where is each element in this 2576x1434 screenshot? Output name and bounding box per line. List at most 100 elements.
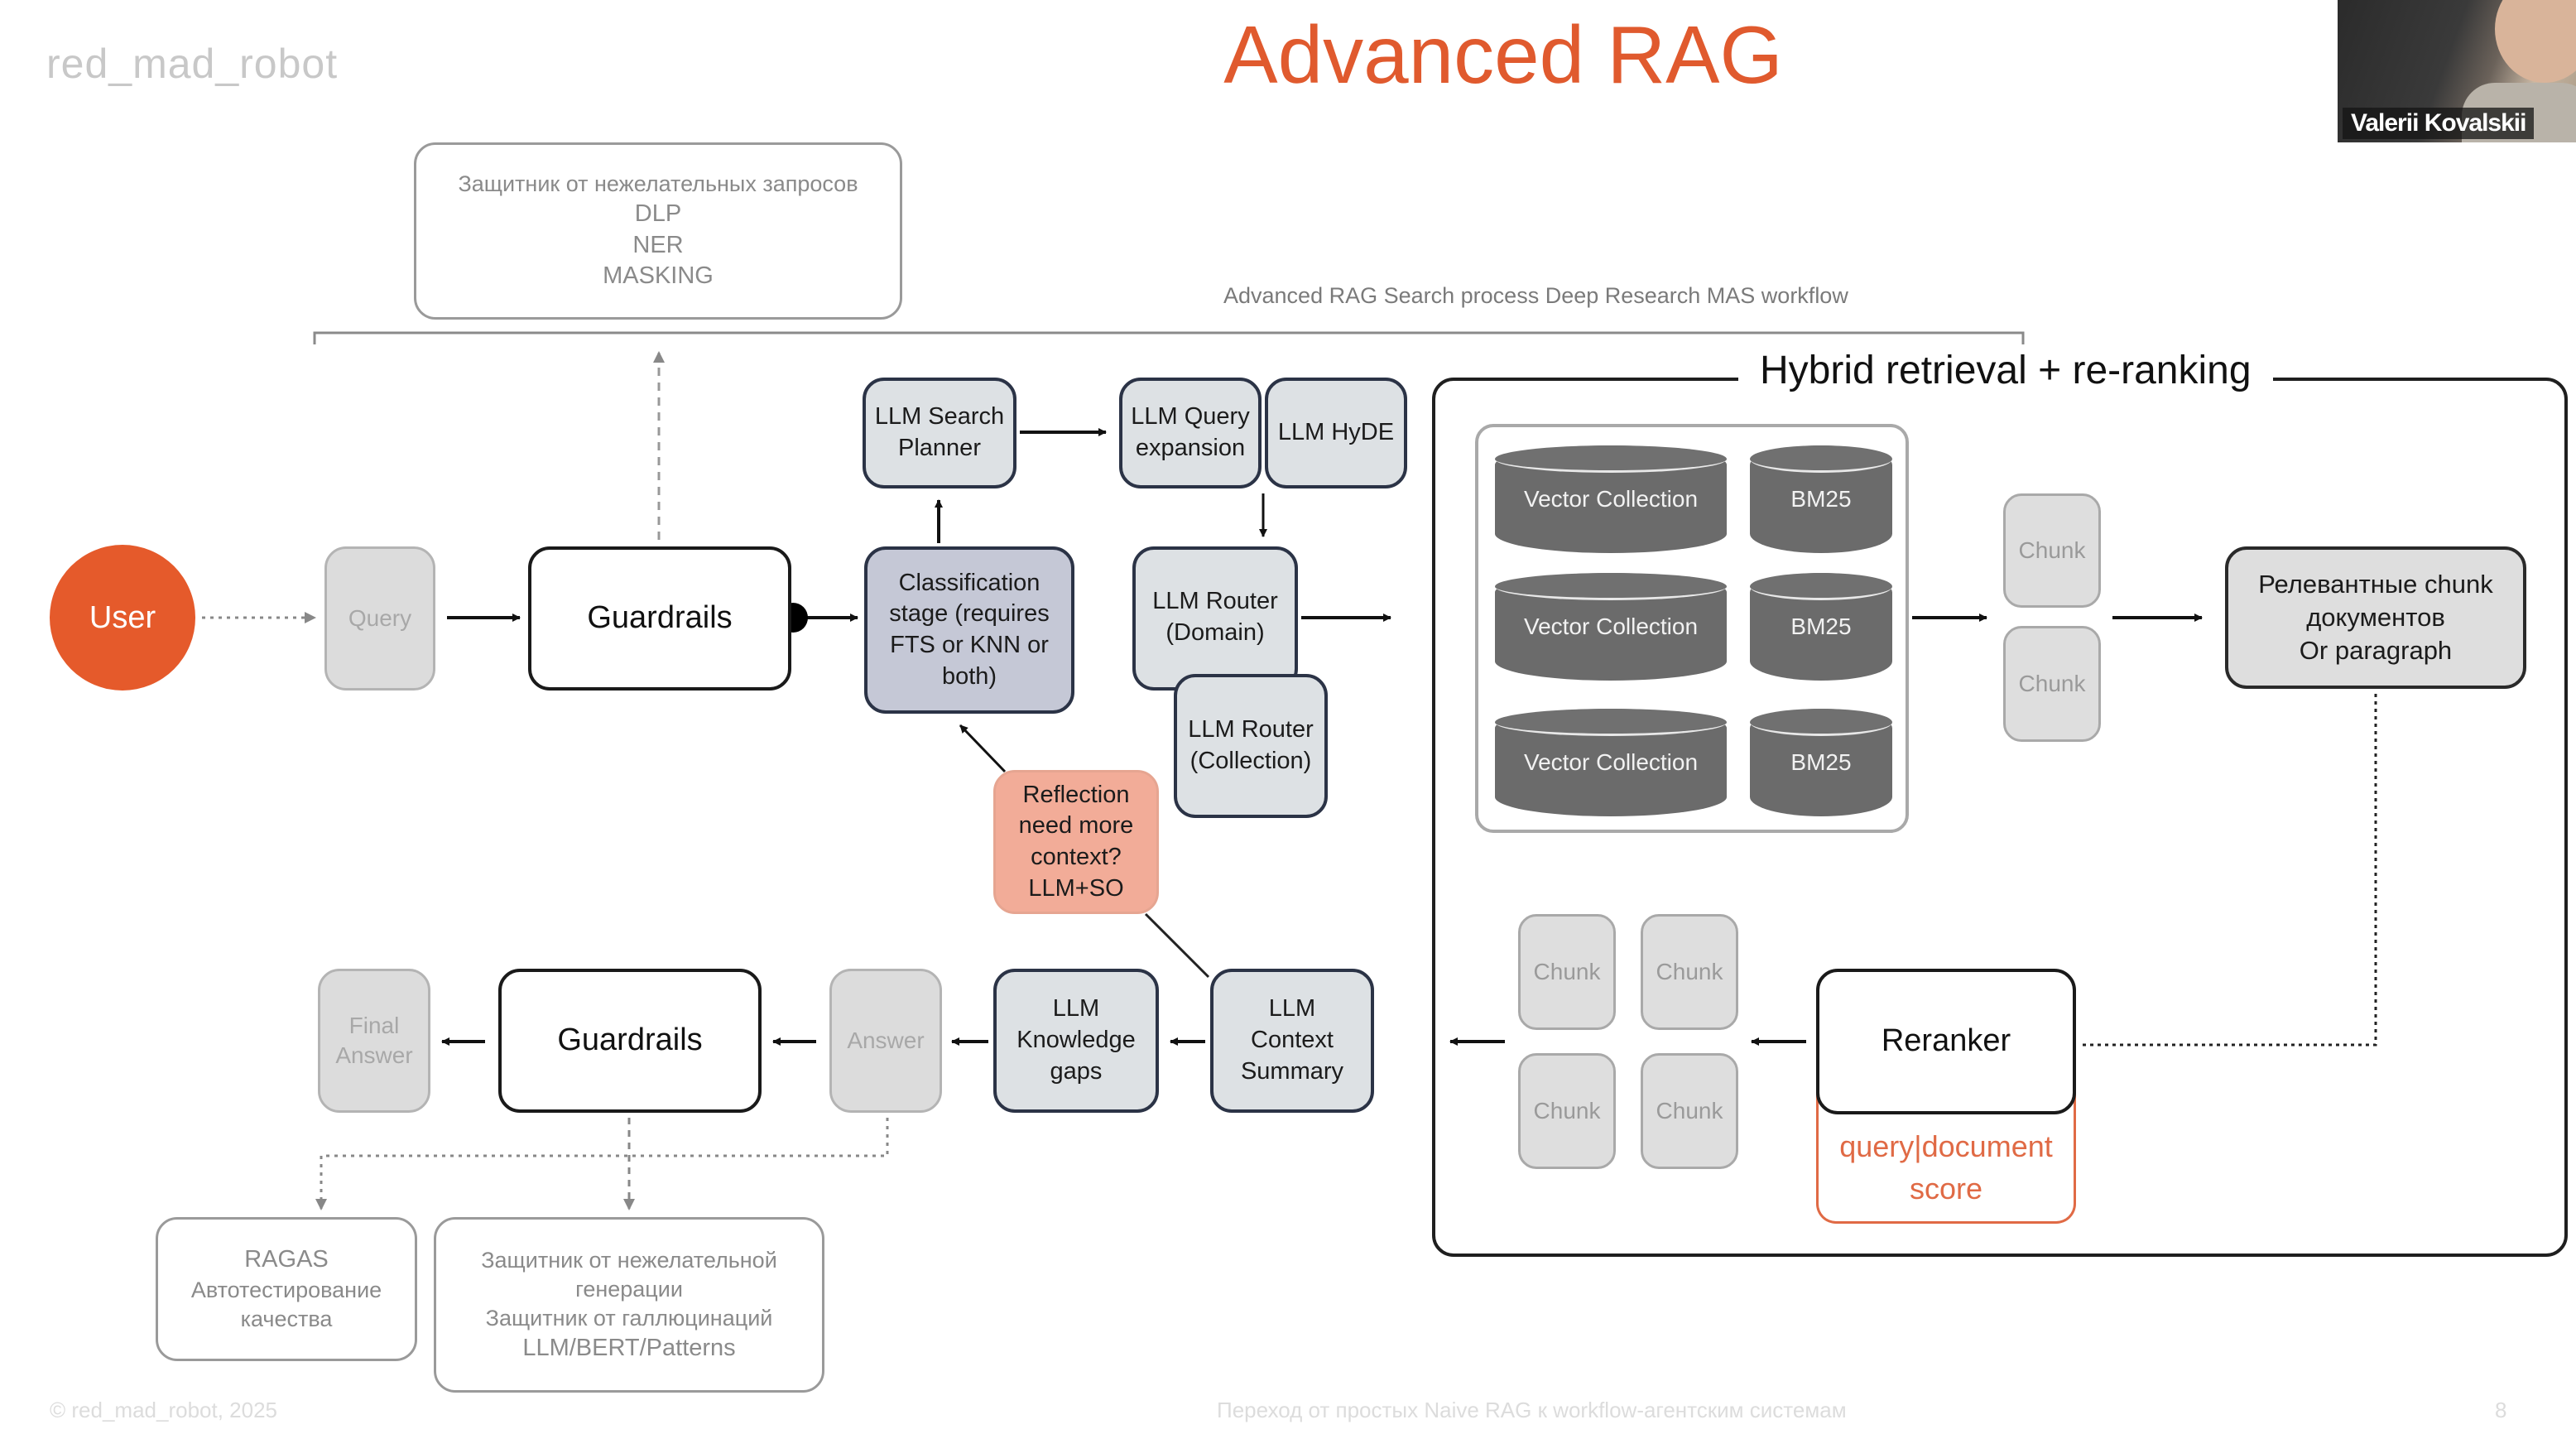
chunk-label: Chunk [2018, 537, 2086, 563]
reflection-node[interactable]: Reflection need more context? LLM+SO [993, 770, 1159, 914]
reranked-chunk[interactable]: Chunk [1641, 1053, 1738, 1169]
llm-knowledge-gaps-node[interactable]: LLM Knowledge gaps [993, 969, 1159, 1113]
chunk-label: Chunk [1533, 958, 1601, 984]
brand-logo: red_mad_robot [46, 41, 339, 87]
retrieved-chunk[interactable]: Chunk [2003, 626, 2101, 742]
node-label-line: stage (requires [889, 600, 1050, 628]
node-label-line: Answer [335, 1042, 413, 1068]
node-label-line: expansion [1135, 435, 1246, 461]
node-label-line: Context [1251, 1027, 1334, 1054]
node-label-line: LLM+SO [1028, 874, 1124, 902]
db-label: Vector Collection [1523, 749, 1699, 775]
node-label-line: context? [1031, 844, 1122, 870]
note-line: Защитник от галлюцинаций [485, 1305, 773, 1331]
input-guard-note: Защитник от нежелательных запросов DLP N… [414, 142, 902, 320]
note-line: Защитник от нежелательной [481, 1247, 777, 1273]
node-label-line: LLM Query [1131, 403, 1250, 431]
summary-to-reflection-link [1144, 912, 1210, 979]
node-label-line: Or paragraph [2299, 636, 2453, 666]
input-guardrails-node[interactable]: Guardrails [528, 546, 791, 691]
node-label-line: gaps [1050, 1057, 1103, 1085]
node-label-line: LLM Router [1188, 716, 1314, 743]
reranker-score-panel: query|document score [1816, 1076, 2076, 1224]
node-label: LLM HyDE [1277, 419, 1395, 446]
note-line: качества [240, 1306, 333, 1331]
final-answer-node[interactable]: Final Answer [318, 969, 430, 1113]
vector-collection-db-icon[interactable]: Vector Collection [1495, 709, 1727, 816]
db-label: BM25 [1790, 749, 1852, 775]
vector-collection-db-icon[interactable]: Vector Collection [1495, 445, 1727, 553]
scope-bracket-label: Advanced RAG Search process Deep Researc… [1223, 283, 1848, 308]
chunk-label: Chunk [1533, 1097, 1601, 1124]
answer-node[interactable]: Answer [829, 969, 942, 1113]
classification-stage-node[interactable]: Classification stage (requires FTS or KN… [864, 546, 1074, 714]
input-guard-line: MASKING [603, 262, 714, 290]
node-label-line: Final [348, 1012, 400, 1038]
llm-router-domain-node[interactable]: LLM Router (Domain) [1132, 546, 1298, 691]
node-label-line: (Collection) [1189, 748, 1312, 774]
slide-title: Advanced RAG [1223, 9, 1783, 100]
llm-hyde-node[interactable]: LLM HyDE [1265, 378, 1407, 488]
query-label: Query [348, 604, 412, 631]
webcam-video-tile[interactable]: Valerii Kovalskii [2338, 0, 2576, 142]
node-label-line: LLM Router [1152, 588, 1278, 614]
scope-bracket [313, 331, 2025, 344]
node-label-line: Classification [898, 569, 1040, 596]
node-label-line: Knowledge [1016, 1027, 1136, 1054]
bm25-db-icon[interactable]: BM25 [1750, 445, 1892, 553]
node-label-line: Reflection [1022, 781, 1130, 808]
bm25-db-icon[interactable]: BM25 [1750, 709, 1892, 816]
chunk-label: Chunk [2018, 670, 2086, 696]
llm-context-summary-node[interactable]: LLM Context Summary [1210, 969, 1374, 1113]
db-label: Vector Collection [1523, 486, 1699, 512]
db-label: BM25 [1790, 486, 1852, 512]
page-number: 8 [2495, 1398, 2507, 1422]
participant-name-label: Valerii Kovalskii [2343, 108, 2535, 139]
node-label-line: both) [941, 662, 997, 690]
node-label-line: Planner [898, 435, 981, 461]
node-label-line: need more [1018, 812, 1134, 840]
chunk-label: Chunk [1656, 958, 1723, 984]
output-guardrails-node[interactable]: Guardrails [498, 969, 762, 1113]
node-label-line: LLM [1268, 995, 1316, 1023]
retrieved-chunk[interactable]: Chunk [2003, 493, 2101, 608]
reflection-to-classification-arrow [959, 724, 1007, 773]
user-node[interactable]: User [50, 545, 195, 691]
note-line: Автотестирование [190, 1277, 382, 1302]
answer-label: Answer [847, 1027, 925, 1053]
input-guardrails-label: Guardrails [587, 600, 733, 636]
node-label-line: LLM Search [874, 403, 1005, 431]
node-label-line: (Domain) [1165, 618, 1265, 646]
reranked-chunk[interactable]: Chunk [1518, 914, 1616, 1030]
node-label-line: LLM [1052, 995, 1100, 1023]
input-guard-line: DLP [634, 200, 682, 228]
score-label-line: score [1909, 1171, 1983, 1205]
node-label-line: FTS or KNN or [890, 632, 1049, 658]
db-label: BM25 [1790, 614, 1852, 639]
reranked-chunk[interactable]: Chunk [1641, 914, 1738, 1030]
score-label-line: query|document [1839, 1129, 2053, 1164]
hybrid-retrieval-title: Hybrid retrieval + re-ranking [1738, 348, 2273, 393]
llm-query-expansion-node[interactable]: LLM Query expansion [1119, 378, 1262, 488]
node-label-line: Summary [1240, 1057, 1344, 1085]
relevant-chunks-node[interactable]: Релевантные chunk документов Or paragrap… [2225, 546, 2526, 689]
llm-search-planner-node[interactable]: LLM Search Planner [863, 378, 1016, 488]
footer-copyright: © red_mad_robot, 2025 [50, 1398, 278, 1422]
node-label-line: документов [2306, 602, 2445, 632]
reranker-node[interactable]: Reranker [1816, 969, 2076, 1114]
vector-collection-db-icon[interactable]: Vector Collection [1495, 573, 1727, 681]
note-line: RAGAS [244, 1246, 329, 1273]
bm25-db-icon[interactable]: BM25 [1750, 573, 1892, 681]
db-label: Vector Collection [1523, 614, 1699, 639]
reranked-chunk[interactable]: Chunk [1518, 1053, 1616, 1169]
output-guard-note: Защитник от нежелательной генерации Защи… [434, 1217, 824, 1393]
collections-group: Vector Collection BM25 Vector Collection… [1475, 424, 1909, 833]
ragas-note: RAGAS Автотестирование качества [156, 1217, 417, 1361]
input-guard-line: Защитник от нежелательных запросов [458, 171, 858, 196]
note-line: LLM/BERT/Patterns [522, 1334, 736, 1361]
note-line: генерации [575, 1276, 683, 1302]
relevant-to-reranker-link [2081, 694, 2377, 1047]
llm-router-collection-node[interactable]: LLM Router (Collection) [1174, 674, 1328, 818]
query-node[interactable]: Query [324, 546, 435, 691]
